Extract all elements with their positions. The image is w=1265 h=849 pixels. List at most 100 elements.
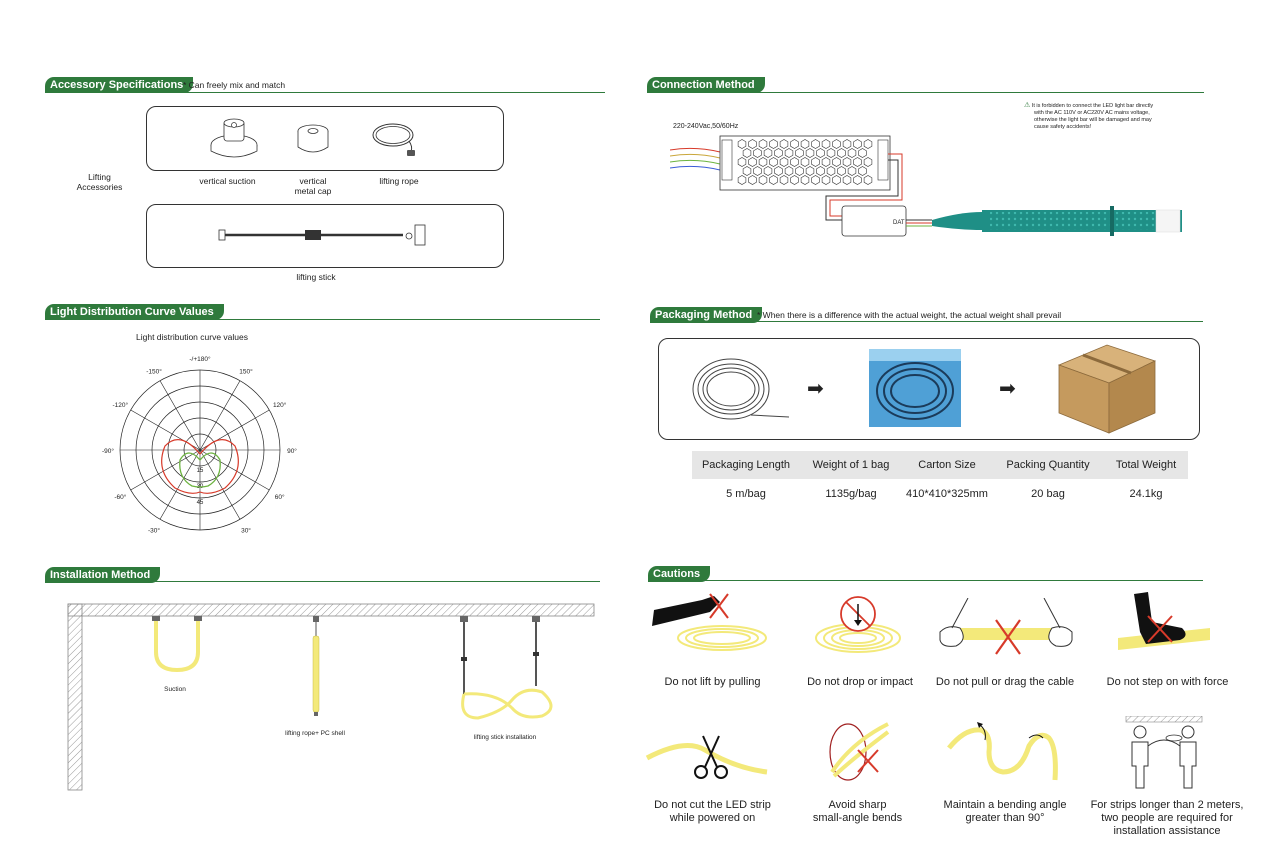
accessory-section-title: Accessory Specifications bbox=[45, 77, 194, 93]
vent-hex bbox=[826, 148, 836, 158]
polar-angle-label: 120° bbox=[273, 401, 287, 409]
vent-hex bbox=[779, 139, 789, 149]
two-people-icon bbox=[1125, 716, 1203, 789]
table-cell: 20 bag bbox=[1031, 488, 1065, 500]
polar-angle-label: -/+180° bbox=[189, 355, 211, 363]
lifting-accessories-box bbox=[146, 106, 504, 171]
coiled-strip-icon bbox=[692, 358, 790, 420]
polar-angle-label: -30° bbox=[148, 527, 160, 535]
caution-step-label: Do not step on with force bbox=[1106, 676, 1229, 688]
bend-line2: small-angle bends bbox=[812, 812, 903, 824]
cautions-rule bbox=[648, 580, 1203, 581]
step-on-icon bbox=[1118, 592, 1210, 650]
suction-label: Suction bbox=[164, 686, 186, 693]
vent-hex bbox=[842, 175, 852, 185]
arrow-right-icon-1: ➡ bbox=[807, 378, 824, 400]
vent-hex bbox=[821, 175, 831, 185]
vent-hex bbox=[853, 157, 862, 167]
packaging-section-title: Packaging Method bbox=[650, 307, 763, 323]
lifting-rope-label: lifting rope bbox=[379, 176, 419, 186]
red-curve-series bbox=[161, 439, 239, 494]
vent-hex bbox=[863, 175, 873, 185]
dat-text: DAT bbox=[893, 220, 905, 226]
vent-hex bbox=[737, 175, 747, 185]
table-cell: 24.1kg bbox=[1129, 488, 1163, 500]
vertical-suction-icon bbox=[210, 118, 258, 158]
lifting-stick-label: lifting stick bbox=[296, 272, 336, 282]
packaging-rule bbox=[650, 321, 1203, 322]
vent-hex bbox=[790, 175, 799, 185]
polar-spoke bbox=[199, 449, 241, 520]
vent-hex bbox=[742, 148, 752, 158]
vent-hex bbox=[837, 166, 846, 176]
table-cell: 1135g/bag bbox=[825, 488, 877, 500]
vent-hex bbox=[811, 175, 820, 185]
col-header: Total Weight bbox=[1104, 451, 1188, 479]
vent-hex bbox=[832, 139, 841, 149]
caution-angle-label: Maintain a bending angle greater than 90… bbox=[930, 799, 1080, 825]
vent-hex bbox=[748, 157, 757, 167]
packaging-note: * When there is a difference with the ac… bbox=[757, 310, 1062, 320]
vent-hex bbox=[842, 139, 852, 149]
vent-hex bbox=[769, 157, 778, 167]
vertical-metal-cap-label: vertical metal cap bbox=[285, 176, 341, 196]
lifting-stick-icon bbox=[218, 224, 426, 246]
caution-bend-label: Avoid sharp small-angle bends bbox=[795, 799, 920, 825]
caution-lift-label: Do not lift by pulling bbox=[664, 676, 761, 688]
polar-radial-label: 45 bbox=[197, 500, 204, 506]
people-line2: two people are required for bbox=[1101, 812, 1233, 824]
polar-spoke bbox=[199, 380, 241, 451]
metal-cap-line2: metal cap bbox=[294, 186, 332, 196]
bend-line1: Avoid sharp bbox=[828, 799, 887, 811]
warning-line3: otherwise the light bar will be damaged … bbox=[1034, 117, 1152, 123]
accessory-rule bbox=[45, 92, 605, 93]
caution-cut-label: Do not cut the LED strip while powered o… bbox=[640, 799, 785, 825]
lifting-rope-icon bbox=[372, 123, 415, 156]
cut-line1: Do not cut the LED strip bbox=[654, 799, 771, 811]
input-voltage-label: 220-240Vac,50/60Hz bbox=[673, 123, 739, 130]
vent-hex bbox=[769, 139, 778, 149]
col-header: Packaging Length bbox=[692, 451, 800, 479]
warning-line2: with the AC 110V or AC220V AC mains volt… bbox=[1034, 110, 1150, 116]
group-label-line2: Accessories bbox=[76, 182, 123, 192]
vent-hex bbox=[758, 139, 768, 149]
cut-powered-icon bbox=[645, 735, 768, 779]
installation-section-title: Installation Method bbox=[45, 567, 161, 583]
packaging-table-row: 5 m/bag 1135g/bag 410*410*325mm 20 bag 2… bbox=[692, 479, 1188, 509]
vent-hex bbox=[748, 175, 757, 185]
caution-pull-label: Do not pull or drag the cable bbox=[935, 676, 1075, 688]
vent-hex bbox=[774, 166, 783, 176]
vent-hex bbox=[842, 157, 852, 167]
connection-rule bbox=[647, 92, 1204, 93]
metal-cap-line1: vertical bbox=[299, 176, 327, 186]
vertical-metal-cap-icon bbox=[297, 124, 329, 153]
connection-warning: ⚠ It is forbidden to connect the LED lig… bbox=[1024, 102, 1153, 131]
vent-hex bbox=[853, 139, 862, 149]
vent-hex bbox=[784, 148, 794, 158]
warning-line4: cause safety accidents! bbox=[1034, 124, 1092, 130]
vent-hex bbox=[853, 175, 862, 185]
col-header: Weight of 1 bag bbox=[800, 451, 902, 479]
col-header: Carton Size bbox=[902, 451, 992, 479]
vent-hex bbox=[737, 139, 747, 149]
vent-hex bbox=[858, 166, 867, 176]
warning-icon: ⚠ bbox=[1024, 102, 1031, 109]
light-section-title: Light Distribution Curve Values bbox=[45, 304, 224, 320]
warning-line1: It is forbidden to connect the LED light… bbox=[1031, 103, 1154, 109]
connection-section-title: Connection Method bbox=[647, 77, 765, 93]
col-header: Packing Quantity bbox=[992, 451, 1104, 479]
vent-hex bbox=[816, 148, 825, 158]
drop-impact-icon bbox=[815, 596, 901, 653]
vent-hex bbox=[795, 148, 804, 158]
accessory-note: * Can freely mix and match bbox=[183, 80, 286, 90]
vent-hex bbox=[763, 166, 773, 176]
vent-hex bbox=[790, 157, 799, 167]
vent-hex bbox=[826, 166, 836, 176]
vent-hex bbox=[737, 157, 747, 167]
polar-angle-label: -120° bbox=[113, 401, 129, 409]
packaging-steps-box: ➡ ➡ bbox=[658, 338, 1200, 440]
pull-drag-cable-icon bbox=[939, 598, 1073, 655]
angle-line1: Maintain a bending angle bbox=[943, 799, 1067, 811]
vent-hex bbox=[795, 166, 804, 176]
light-chart-title: Light distribution curve values bbox=[136, 332, 248, 342]
